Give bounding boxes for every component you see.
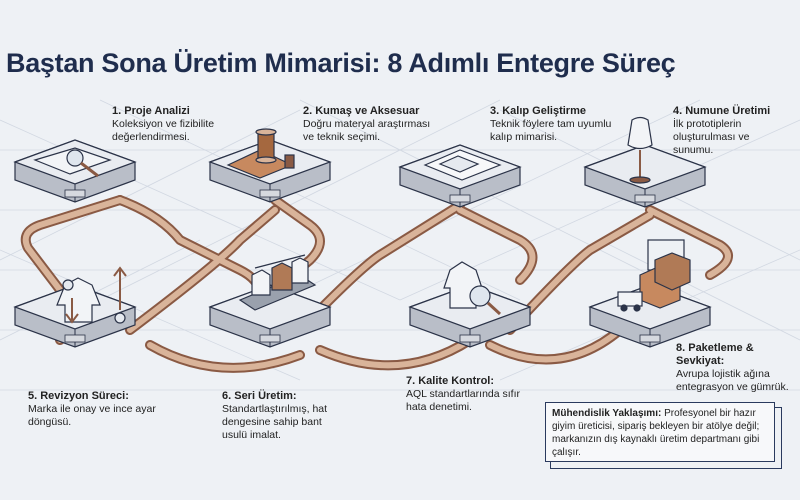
mannequin-icon xyxy=(627,116,653,184)
note-text: Profesyonel bir hazır giyim üreticisi, s… xyxy=(552,408,760,458)
step-4-heading: 4. Numune Üretimi xyxy=(673,105,771,117)
step-6-heading: 6. Seri Üretim: xyxy=(222,390,297,402)
engineering-approach-note: Mühendislik Yaklaşımı: Profesyonel bir h… xyxy=(545,402,782,469)
step-4-desc: İlk prototiplerin oluşturulması ve sunum… xyxy=(673,118,750,156)
step-1-heading: 1. Proje Analizi xyxy=(112,105,190,117)
step-5-heading: 5. Revizyon Süreci: xyxy=(28,390,129,402)
step-2-heading: 2. Kumaş ve Aksesuar xyxy=(303,105,420,117)
step-7-desc: AQL standartlarında sıfır hata denetimi. xyxy=(406,388,520,413)
step-3-heading: 3. Kalıp Geliştirme xyxy=(490,105,586,117)
step-7: 7. Kalite Kontrol: AQL standartlarında s… xyxy=(406,375,524,414)
step-3: 3. Kalıp Geliştirme Teknik föylere tam u… xyxy=(490,105,615,144)
step-5-desc: Marka ile onay ve ince ayar döngüsü. xyxy=(28,403,156,428)
step-6-desc: Standartlaştırılmış, hat dengesine sahip… xyxy=(222,403,328,441)
fabric-spool-icon xyxy=(226,128,295,179)
page-title: Baştan Sona Üretim Mimarisi: 8 Adımlı En… xyxy=(6,48,676,78)
step-1: 1. Proje Analizi Koleksiyon ve fizibilit… xyxy=(112,105,252,144)
step-8-heading: 8. Paketleme & Sevkiyat: xyxy=(676,342,754,367)
magnifier-blueprint-icon xyxy=(33,147,112,178)
quality-magnifier-icon xyxy=(443,261,502,316)
jacket-revision-icon xyxy=(56,266,127,324)
step-6: 6. Seri Üretim: Standartlaştırılmış, hat… xyxy=(222,390,340,442)
step-8: 8. Paketleme & Sevkiyat: Avrupa lojistik… xyxy=(676,342,794,394)
step-2-desc: Doğru materyal araştırması ve teknik seç… xyxy=(303,118,431,143)
step-4: 4. Numune Üretimi İlk prototiplerin oluş… xyxy=(673,105,785,157)
note-heading: Mühendislik Yaklaşımı: xyxy=(552,408,665,419)
step-7-heading: 7. Kalite Kontrol: xyxy=(406,375,495,387)
step-3-desc: Teknik föylere tam uyumlu kalıp mimarisi… xyxy=(490,118,612,143)
step-1-desc: Koleksiyon ve fizibilite değerlendirmesi… xyxy=(112,118,215,143)
pattern-blueprint-icon xyxy=(423,149,502,181)
step-5: 5. Revizyon Süreci: Marka ile onay ve in… xyxy=(28,390,158,429)
conveyor-garments-icon xyxy=(238,254,317,311)
shipping-boxes-icon xyxy=(617,239,691,312)
step-2: 2. Kumaş ve Aksesuar Doğru materyal araş… xyxy=(303,105,433,144)
step-8-desc: Avrupa lojistik ağına entegrasyon ve güm… xyxy=(676,368,789,393)
